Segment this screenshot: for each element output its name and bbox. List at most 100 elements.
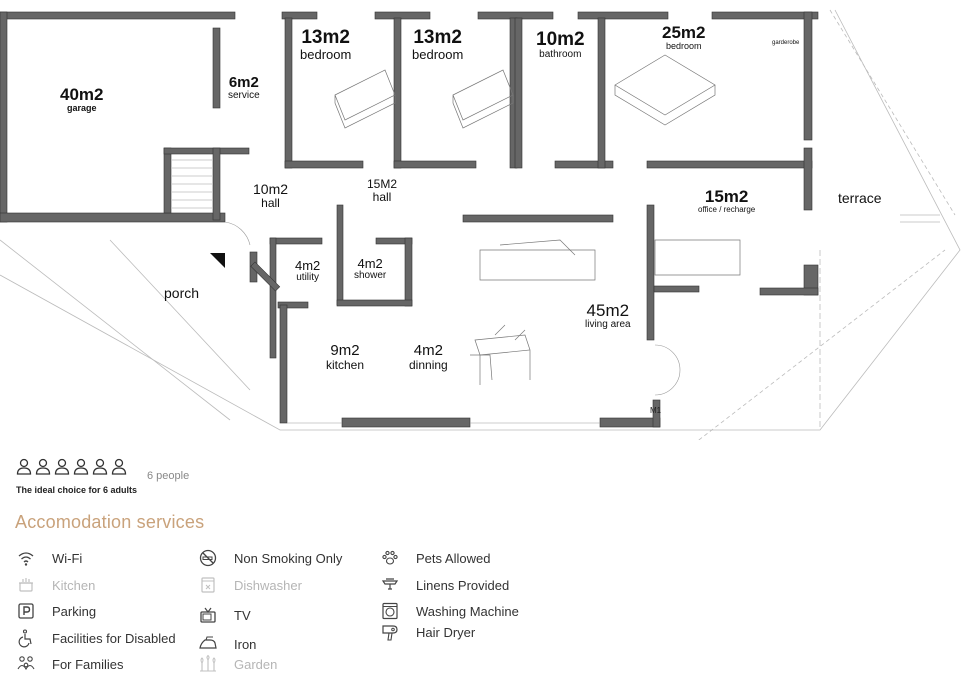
terrace-name: terrace <box>838 190 882 206</box>
wheelchair-icon <box>16 628 36 648</box>
service-label: TV <box>234 607 251 623</box>
dinning-name: dinning <box>409 357 448 372</box>
iron-icon <box>198 634 218 654</box>
hall-2-area: 15M2 <box>367 177 398 191</box>
service-item-hair-dryer: Hair Dryer <box>380 622 475 642</box>
bedroom-3-name: bedroom <box>665 40 702 51</box>
utility-area: 4m2 <box>295 258 321 273</box>
room-terrace: terrace <box>838 191 882 206</box>
room-garage: 40m2 garage <box>60 86 103 113</box>
service-area: 6m2 <box>228 74 259 91</box>
bathroom-name: bathroom <box>539 48 582 60</box>
hall-1-area: 10m2 <box>253 181 289 197</box>
room-shower: 4m2 shower <box>354 257 386 281</box>
utility-name: utility <box>296 271 320 283</box>
paw-icon <box>380 548 400 568</box>
service-label: Iron <box>234 636 257 652</box>
service-label: Garden <box>234 656 278 672</box>
service-label: Linens Provided <box>416 577 510 593</box>
room-bathroom: 10m2 bathroom <box>536 30 585 60</box>
service-item-washing-machine: Washing Machine <box>380 601 519 621</box>
room-living: 45m2 living area <box>585 302 631 330</box>
dishwasher-icon <box>198 575 218 595</box>
service-item-pets-allowed: Pets Allowed <box>380 548 490 568</box>
service-label: Wi-Fi <box>52 550 83 566</box>
room-bedroom-1: 13m2 bedroom <box>300 28 351 62</box>
service-label: Dishwasher <box>234 577 302 593</box>
people-icons <box>16 458 127 476</box>
wifi-icon <box>16 548 36 568</box>
family-icon <box>16 654 36 674</box>
room-service: 6m2 service <box>228 75 260 101</box>
bedroom-1-name: bedroom <box>300 46 352 62</box>
room-utility: 4m2 utility <box>295 259 320 283</box>
kitchen-name: kitchen <box>326 357 365 372</box>
service-item-iron: Iron <box>198 634 256 654</box>
kitchen-area: 9m2 <box>330 342 360 359</box>
service-label: Pets Allowed <box>416 550 491 566</box>
living-name: living area <box>585 318 631 330</box>
room-office: 15m2 office / recharge <box>698 188 755 214</box>
parking-icon <box>16 601 36 621</box>
person-icon <box>73 458 89 475</box>
service-label: Non Smoking Only <box>234 550 343 566</box>
no-smoking-icon <box>198 548 218 568</box>
hall-1-name: hall <box>261 195 280 210</box>
linens-icon <box>380 575 400 595</box>
room-bedroom-2: 13m2 bedroom <box>412 28 463 62</box>
garage-area: 40m2 <box>60 85 104 104</box>
ideal-choice-text: The ideal choice for 6 adults <box>16 485 138 495</box>
tv-icon <box>198 605 218 625</box>
office-area: 15m2 <box>704 187 749 206</box>
service-label: Parking <box>52 603 97 619</box>
service-item-non-smoking-only: Non Smoking Only <box>198 548 342 568</box>
service-label: For Families <box>52 656 124 672</box>
service-item-linens-provided: Linens Provided <box>380 575 509 595</box>
services-title: Accomodation services <box>15 512 205 532</box>
office-name: office / recharge <box>698 204 756 214</box>
service-label: Washing Machine <box>416 603 519 619</box>
floor-plan: M1 40m2 garage 6m2 service 13m2 bedroom … <box>0 9 961 471</box>
person-icon <box>35 458 51 475</box>
garage-name: garage <box>66 102 97 113</box>
person-icon <box>92 458 108 475</box>
service-name: service <box>228 89 260 101</box>
person-icon <box>54 458 70 475</box>
service-item-tv: TV <box>198 605 251 625</box>
service-item-dishwasher: Dishwasher <box>198 575 302 595</box>
service-label: Kitchen <box>52 577 96 593</box>
service-label: Facilities for Disabled <box>52 630 176 646</box>
shower-area: 4m2 <box>357 256 383 271</box>
hall-2-name: hall <box>372 189 392 204</box>
washing-machine-icon <box>380 601 400 621</box>
room-kitchen: 9m2 kitchen <box>326 343 364 371</box>
bedroom-2-name: bedroom <box>412 46 464 62</box>
bedroom-1-area: 13m2 <box>301 27 350 48</box>
bathroom-area: 10m2 <box>536 29 585 50</box>
service-label: Hair Dryer <box>416 624 476 640</box>
kitchen-icon <box>16 575 36 595</box>
person-icon <box>111 458 127 475</box>
service-item-garden: Garden <box>198 654 277 674</box>
room-hall-1: 10m2 hall <box>253 182 288 209</box>
bedroom-3-area: 25m2 <box>662 23 706 42</box>
room-dinning: 4m2 dinning <box>409 343 448 371</box>
shower-name: shower <box>354 269 387 281</box>
door-mark-m1: M1 <box>650 406 662 415</box>
service-item-for-families: For Families <box>16 654 124 674</box>
hair-dryer-icon <box>380 622 400 642</box>
person-icon <box>16 458 32 475</box>
room-hall-2: 15M2 hall <box>367 178 397 203</box>
service-item-wi-fi: Wi-Fi <box>16 548 82 568</box>
wardrobe-label: garderobe <box>772 40 800 46</box>
porch-name: porch <box>164 285 200 301</box>
dinning-area: 4m2 <box>413 342 443 359</box>
floor-plan-drawing: M1 <box>0 9 961 471</box>
service-item-parking: Parking <box>16 601 96 621</box>
room-bedroom-3: 25m2 bedroom <box>662 24 705 51</box>
service-item-facilities-for-disabled: Facilities for Disabled <box>16 628 176 648</box>
room-porch: porch <box>164 286 199 301</box>
garden-icon <box>198 654 218 674</box>
people-count: 6 people <box>147 470 190 482</box>
service-item-kitchen: Kitchen <box>16 575 95 595</box>
